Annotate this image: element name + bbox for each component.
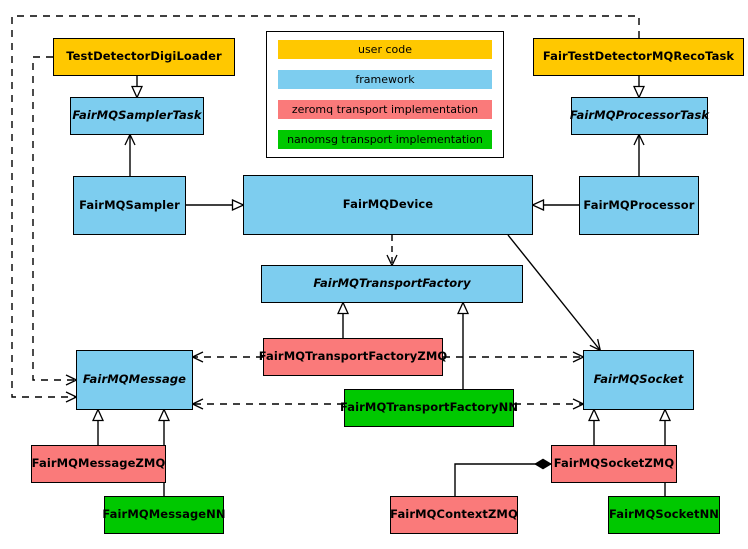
class-node-FairMQTransportFactory[interactable]: FairMQTransportFactory bbox=[261, 265, 523, 303]
class-node-TestDetectorDigiLoader[interactable]: TestDetectorDigiLoader bbox=[53, 38, 235, 76]
class-node-FairMQContextZMQ[interactable]: FairMQContextZMQ bbox=[390, 496, 518, 534]
class-node-FairTestDetectorMQRecoTask[interactable]: FairTestDetectorMQRecoTask bbox=[533, 38, 744, 76]
legend-item-nanomsg: nanomsg transport implementation bbox=[278, 130, 492, 149]
class-node-label: FairMQContextZMQ bbox=[390, 507, 518, 522]
class-node-FairMQSocketZMQ[interactable]: FairMQSocketZMQ bbox=[551, 445, 677, 483]
class-node-label: FairMQSocket bbox=[593, 372, 684, 387]
class-node-FairMQMessageNN[interactable]: FairMQMessageNN bbox=[102, 496, 226, 534]
legend-label: framework bbox=[355, 73, 415, 86]
class-node-FairMQMessageZMQ[interactable]: FairMQMessageZMQ bbox=[31, 445, 166, 483]
edge-digiloader-message bbox=[32, 56, 76, 380]
class-node-label: FairMQProcessorTask bbox=[569, 108, 710, 123]
class-node-label: FairMQProcessor bbox=[583, 197, 695, 212]
class-node-label: TestDetectorDigiLoader bbox=[66, 49, 222, 64]
class-node-label: FairTestDetectorMQRecoTask bbox=[542, 49, 735, 64]
class-node-label: FairMQDevice bbox=[342, 197, 434, 212]
class-node-FairMQDevice[interactable]: FairMQDevice bbox=[243, 175, 533, 235]
class-node-FairMQSocket[interactable]: FairMQSocket bbox=[583, 350, 694, 410]
class-node-label: FairMQMessageNN bbox=[102, 507, 226, 522]
class-node-FairMQProcessor[interactable]: FairMQProcessor bbox=[579, 176, 699, 235]
class-node-FairMQSamplerTask[interactable]: FairMQSamplerTask bbox=[70, 97, 204, 135]
legend-label: zeromq transport implementation bbox=[291, 103, 479, 116]
legend-label: nanomsg transport implementation bbox=[287, 133, 483, 146]
class-node-label: FairMQSampler bbox=[79, 197, 180, 212]
class-node-label: FairMQSocketZMQ bbox=[553, 456, 675, 471]
class-node-label: FairMQTransportFactory bbox=[313, 276, 471, 291]
class-node-label: FairMQTransportFactoryZMQ bbox=[258, 349, 448, 364]
edge-contextzmq-socketzmq bbox=[454, 458, 552, 496]
legend-item-zeromq: zeromq transport implementation bbox=[278, 100, 492, 119]
class-node-FairMQSocketNN[interactable]: FairMQSocketNN bbox=[608, 496, 720, 534]
legend-label: user code bbox=[357, 43, 413, 56]
class-node-FairMQProcessorTask[interactable]: FairMQProcessorTask bbox=[569, 97, 710, 135]
class-node-FairMQTransportFactoryZMQ[interactable]: FairMQTransportFactoryZMQ bbox=[259, 338, 447, 376]
class-node-label: FairMQTransportFactoryNN bbox=[339, 400, 519, 415]
class-node-FairMQMessage[interactable]: FairMQMessage bbox=[76, 350, 193, 410]
legend-item-user-code: user code bbox=[278, 40, 492, 59]
class-node-label: FairMQMessageZMQ bbox=[31, 456, 166, 471]
edge-device-socket bbox=[507, 234, 600, 350]
class-node-FairMQTransportFactoryNN[interactable]: FairMQTransportFactoryNN bbox=[340, 389, 518, 427]
class-node-label: FairMQSamplerTask bbox=[72, 108, 202, 123]
class-node-FairMQSampler[interactable]: FairMQSampler bbox=[73, 176, 186, 235]
edge-recotask-message bbox=[11, 15, 640, 397]
class-node-label: FairMQSocketNN bbox=[608, 507, 720, 522]
legend: user code framework zeromq transport imp… bbox=[266, 31, 504, 158]
legend-item-framework: framework bbox=[278, 70, 492, 89]
class-node-label: FairMQMessage bbox=[82, 372, 187, 387]
